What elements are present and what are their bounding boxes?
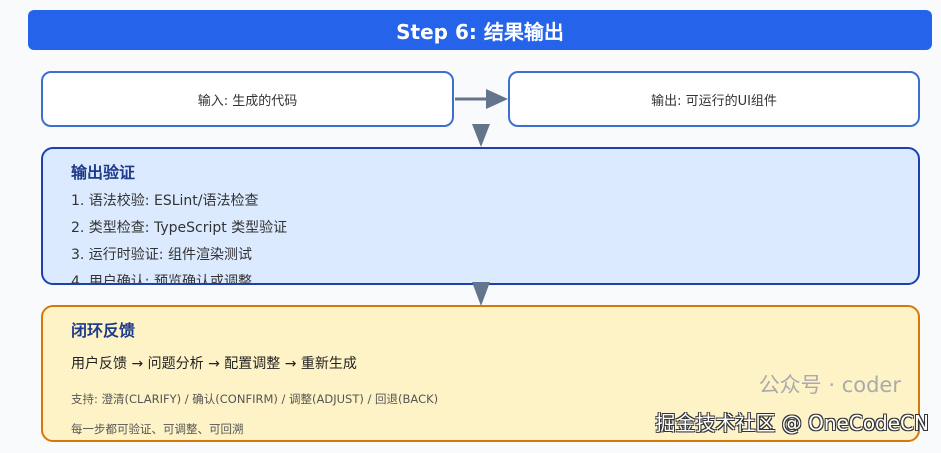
- validation-item: 2. 类型检查: TypeScript 类型验证: [71, 220, 288, 236]
- juejin-watermark: 掘金技术社区 @ OneCodeCN: [655, 411, 929, 435]
- output-node: 输出: 可运行的UI组件: [508, 71, 920, 127]
- validation-title: 输出验证: [71, 163, 136, 182]
- step-title: Step 6: 结果输出: [28, 10, 932, 50]
- validation-item: 3. 运行时验证: 组件渲染测试: [71, 247, 252, 263]
- right-arrow: [455, 89, 508, 109]
- down-arrow-2: [472, 282, 490, 306]
- feedback-panel: 闭环反馈 用户反馈 → 问题分析 → 配置调整 → 重新生成 支持: 澄清(CL…: [41, 305, 920, 442]
- feedback-title: 闭环反馈: [71, 321, 136, 340]
- validation-item: 1. 语法校验: ESLint/语法检查: [71, 193, 259, 209]
- feedback-note: 每一步都可验证、可调整、可回溯: [71, 422, 244, 436]
- wechat-watermark: 公众号 · coder: [758, 373, 901, 397]
- validation-item: 4. 用户确认: 预览确认或调整: [71, 274, 252, 285]
- input-node: 输入: 生成的代码: [41, 71, 454, 127]
- validation-panel: 输出验证 1. 语法校验: ESLint/语法检查 2. 类型检查: TypeS…: [41, 147, 920, 285]
- feedback-support: 支持: 澄清(CLARIFY) / 确认(CONFIRM) / 调整(ADJUS…: [71, 392, 439, 406]
- down-arrow-1: [472, 124, 490, 147]
- feedback-flow: 用户反馈 → 问题分析 → 配置调整 → 重新生成: [71, 356, 357, 372]
